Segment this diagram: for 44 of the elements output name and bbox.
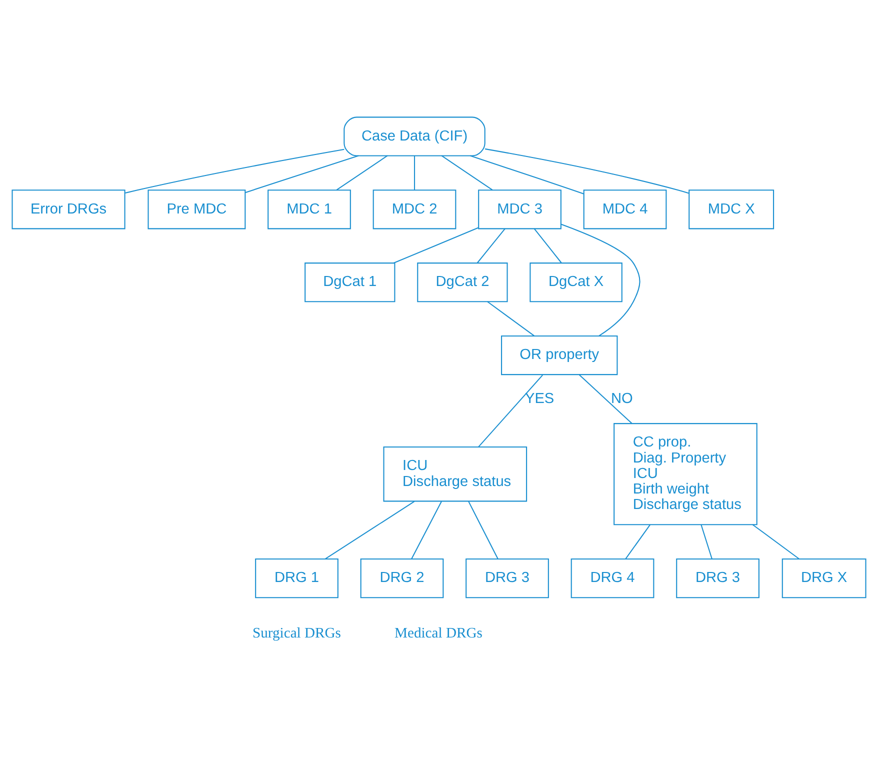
node-box: OR property [501,335,618,375]
node-box: DgCat X [530,262,622,302]
node-box: CC prop. Diag. Property ICU Birth weight Discharge status [614,422,758,525]
edge-label: YES [524,390,554,406]
connector [470,154,584,194]
node-box: DRG 1 [255,558,338,598]
connector [411,500,442,559]
node-box: MDC 2 [372,189,456,229]
connector [325,500,415,559]
connector [700,524,712,559]
connector [441,154,493,190]
connector [476,228,506,263]
connector [393,226,478,264]
connector [414,155,416,190]
connector [534,228,562,263]
connector [560,223,640,336]
edge-label: NO [610,390,633,406]
node-box: DRG 3 [676,558,760,598]
connector [336,154,388,190]
node-box: DgCat 2 [417,262,508,302]
connector [484,148,689,194]
label: Medical DRGs [394,624,482,641]
node-box: MDC 3 [478,189,562,229]
connector [245,154,359,193]
node-box: Case Data (CIF) [344,116,486,156]
connector [579,374,632,424]
connector [625,524,650,559]
node-box: MDC X [688,189,774,229]
node-box: Pre MDC [148,189,246,229]
node-box: MDC 1 [268,189,351,229]
connector [125,148,344,194]
node-box: MDC 4 [583,189,667,229]
node-box: Error DRGs [12,189,126,229]
connector [487,300,534,336]
label: Surgical DRGs [252,624,341,641]
connector [478,374,543,447]
node-box: DRG 3 [466,558,549,598]
node-box: DRG 2 [360,558,444,598]
node-box: DgCat 1 [304,262,396,302]
node-box: ICU Discharge status [383,446,528,502]
node-box: DRG X [782,558,866,598]
connector [468,500,498,559]
node-box: DRG 4 [570,558,654,598]
connector [752,524,800,559]
